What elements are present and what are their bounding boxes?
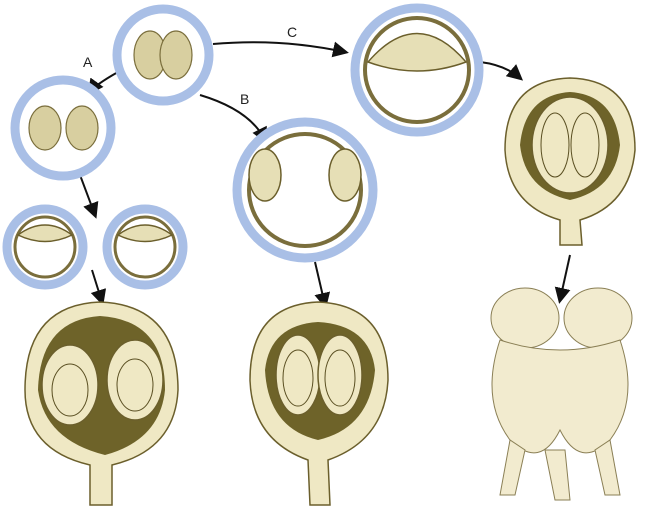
arrow-zygote-to-c (212, 41, 349, 58)
fetus-icon (116, 358, 154, 412)
label-c: C (287, 24, 297, 40)
conjoined-twins-illustration (490, 287, 633, 501)
fetus-icon (570, 112, 600, 178)
arrow-uterus-to-conjoined (554, 254, 571, 304)
arrow-zygote-to-b (199, 94, 267, 144)
blastocyst-late-split (350, 3, 484, 137)
arrow-c-to-uterus (479, 61, 524, 81)
uterus-monoamniotic (504, 77, 636, 246)
uterus-monochorionic-diamniotic (249, 301, 389, 506)
arrow-a-to-blastocyst (79, 174, 99, 219)
label-a: A (83, 54, 93, 70)
two-cell-zygote (112, 4, 214, 106)
uterus-dichorionic-twins (24, 301, 179, 506)
blastocyst-left (2, 204, 88, 290)
blastocyst-right (102, 204, 188, 290)
arrow-b-to-uterus (314, 261, 331, 309)
fetus-icon (324, 349, 356, 407)
fetus-icon (51, 363, 89, 417)
fetus-icon (540, 112, 570, 178)
fetus-icon (282, 349, 314, 407)
separated-blastomeres (10, 75, 116, 181)
arrow-blastocyst-to-uterus-a (90, 269, 107, 306)
label-b: B (240, 91, 249, 107)
blastocyst-two-inner-cell-masses (232, 117, 378, 263)
